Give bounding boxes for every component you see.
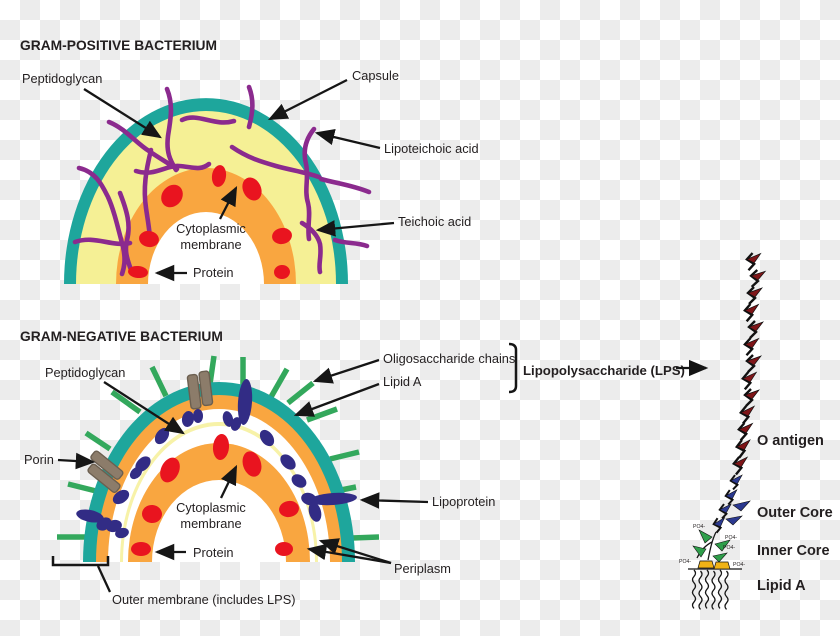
gram-positive-title: GRAM-POSITIVE BACTERIUM [20,38,217,53]
gn-lipid-a-label: Lipid A [383,374,422,389]
gn-porin-channels [87,370,214,493]
lps-inner-core-label: Inner Core [757,543,830,559]
lipopolysaccharide-label: Lipopolysaccharide (LPS) [523,363,685,378]
gn-periplasm-arrow-1 [318,538,392,565]
gn-periplasm-arrow-2 [306,543,392,565]
gn-peptidoglycan-arrow [103,381,185,435]
gn-oligosaccharide-label: Oligosaccharide chains [383,351,515,366]
gn-cytoplasmic-membrane-arrow [219,464,238,499]
gram-negative-title: GRAM-NEGATIVE BACTERIUM [20,329,223,344]
gp-teichoic-acid-strands [72,84,372,277]
lps-lipid-a-label: Lipid A [757,578,806,594]
gn-membrane-proteins [131,434,299,556]
gp-cytoplasmic-membrane-label-line2: membrane [180,237,241,252]
gp-cytoplasmic-membrane-label-line1: Cytoplasmic [176,221,246,236]
gp-teichoic-arrow [315,220,395,237]
po4-label: PO4- [723,545,735,551]
lps-outer-core-label: Outer Core [757,505,833,521]
gn-porin-arrow [57,452,96,470]
gn-lipoprotein-label: Lipoprotein [432,494,495,509]
gp-peptidoglycan-arrow [83,88,162,139]
gn-cytoplasmic-membrane-label-line2: membrane [180,516,241,531]
gn-lipid-a-arrow [293,382,380,417]
gp-peptidoglycan-label: Peptidoglycan [22,71,102,86]
lps-structure: PO4- PO4- PO4- PO4- PO4- O antigen Outer… [679,251,833,611]
gn-protein-label: Protein [193,545,234,560]
po4-label: PO4- [725,535,737,541]
gram-positive-section: GRAM-POSITIVE BACTERIUM Peptidoglycan Ca… [20,38,479,284]
gp-protein-label: Protein [193,265,234,280]
lps-inner-core-units [692,529,731,563]
gn-periplasm-label: Periplasm [394,561,451,576]
gp-teichoic-label: Teichoic acid [398,214,471,229]
gp-membrane-proteins [128,165,292,280]
lps-group-bracket [508,342,518,394]
gn-cytoplasmic-membrane-label-line1: Cytoplasmic [176,500,246,515]
gp-cytoplasmic-membrane-arrow [218,185,238,220]
gp-lipoteichoic-label: Lipoteichoic acid [384,141,479,156]
gn-outer-membrane-bracket [51,556,110,567]
gn-outer-membrane-leader [96,565,112,593]
lps-phosphate-labels: PO4- PO4- PO4- PO4- PO4- [679,524,745,568]
gn-cell-interior [152,480,286,562]
gp-capsule-label: Capsule [352,68,399,83]
gn-porin-label: Porin [24,452,54,467]
lps-outer-core-units [711,473,751,534]
po4-label: PO4- [679,559,691,565]
gn-oligosaccharide-arrow [312,358,380,384]
gn-peptidoglycan-label: Peptidoglycan [45,365,125,380]
po4-label: PO4- [693,524,705,530]
lps-o-antigen-label: O antigen [757,433,824,449]
gram-negative-section: GRAM-NEGATIVE BACTERIUM Peptidoglycan Po… [20,329,709,607]
gp-cell-interior [148,212,264,284]
gn-oligosaccharide-spikes [57,355,380,541]
gp-lipoteichoic-arrow [314,128,381,150]
gn-lipoproteins [76,379,357,539]
gn-lipoprotein-arrow [359,492,429,509]
lps-fatty-acid-tails [691,569,729,611]
gp-capsule-arrow [267,78,348,121]
lps-lipid-a-units [688,560,742,570]
gn-outer-membrane-label: Outer membrane (includes LPS) [112,592,296,607]
po4-label: PO4- [733,562,745,568]
